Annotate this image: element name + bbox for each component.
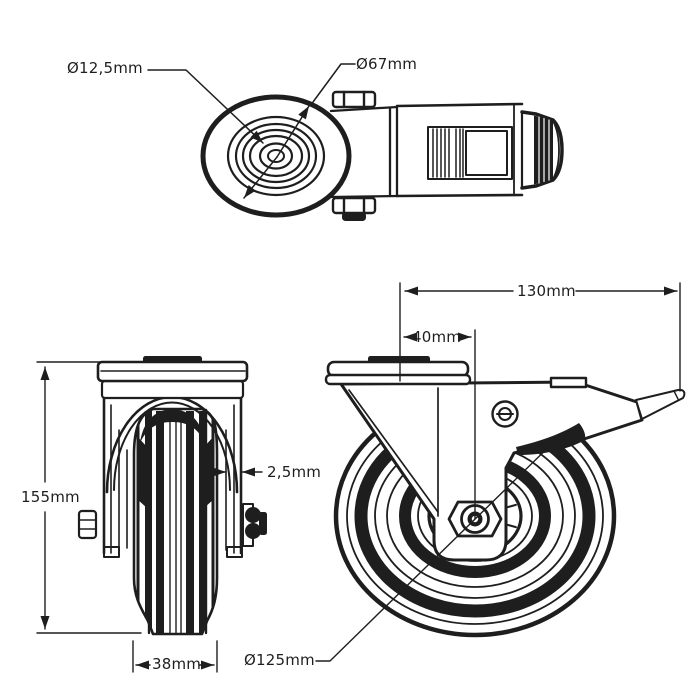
wheel-front (132, 407, 219, 636)
dim-swivel-head-1 (276, 105, 310, 158)
fork-housing-top (329, 102, 524, 199)
mounting-bolt-top (331, 90, 377, 109)
leader-swivel-head (312, 63, 356, 103)
label-wheel-diameter: Ø125mm (244, 651, 315, 669)
side-view (324, 356, 686, 638)
label-wheel-width: 38mm (152, 655, 202, 673)
brake-hardware-left (77, 509, 98, 540)
swivel-head-top (200, 94, 352, 218)
label-overall-height: 155mm (21, 488, 80, 506)
top-view-dimensions (147, 63, 356, 199)
brake-pad (516, 423, 586, 455)
dim-swivel-head-2 (243, 156, 278, 199)
label-material-thickness: 2,5mm (267, 463, 322, 481)
label-plate-length: 130mm (517, 282, 576, 300)
label-swivel-head-diameter: Ø67mm (356, 55, 418, 73)
fork-front (102, 395, 243, 558)
kingpin-screw (491, 400, 519, 428)
brake-lever (635, 388, 686, 420)
label-axle-hole-diameter: Ø12,5mm (67, 59, 143, 77)
top-plate-side (324, 356, 472, 386)
fork-and-brake-housing-side (339, 376, 686, 562)
leader-axle-hole (147, 69, 264, 144)
leader-wheel-diameter (315, 432, 564, 662)
top-plate-front (96, 356, 249, 400)
label-swivel-offset: 40mm (412, 328, 462, 346)
side-view-dimensions (315, 282, 681, 662)
brake-hardware-right (242, 503, 267, 547)
mounting-bolt-bottom (331, 196, 377, 221)
front-view (77, 356, 267, 636)
front-view-dimensions (36, 361, 263, 673)
wheel-top (520, 110, 564, 190)
top-view (200, 90, 564, 221)
